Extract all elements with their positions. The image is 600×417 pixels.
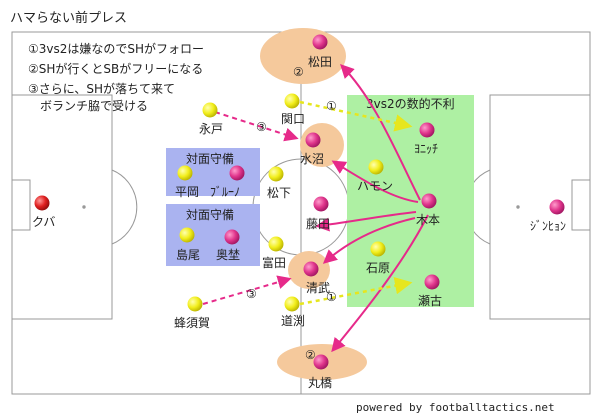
press-arrow-to-kiyotake [322, 217, 416, 264]
player-jinhyeon [549, 199, 565, 215]
player-label-matsushita: 松下 [267, 186, 291, 200]
credit-text: powered by footballtactics.net [356, 401, 555, 414]
player-label-nagato: 永戸 [199, 122, 223, 136]
player-label-matsuda: 松田 [308, 55, 332, 69]
left-penalty-arc [111, 169, 138, 245]
numerical-disadvantage-label: 3vs2の数的不利 [366, 96, 455, 111]
arrows [202, 63, 429, 353]
player-label-jinhyeon: ｼﾞﾝﾋｮﾝ [530, 219, 566, 233]
right-penalty-area [489, 94, 591, 320]
note-2: ②SHが行くとSBがフリーになる [28, 61, 203, 76]
left-goal-area [11, 179, 31, 231]
player-matsushita [268, 166, 284, 182]
player-label-ishihara: 石原 [366, 261, 390, 275]
notes: ①3vs2は嫌なのでSHがフォロー ②SHが行くとSBがフリーになる ③さらに、… [28, 41, 204, 113]
marking-label-top: 対面守備 [186, 151, 234, 166]
player-hamon [368, 159, 384, 175]
player-label-okuzumi: 奥埜 [216, 248, 240, 262]
step-markers: ② ① ③ ③ ① ② [246, 65, 337, 362]
player-hiraoka [177, 165, 193, 181]
note-1: ①3vs2は嫌なのでSHがフォロー [28, 41, 204, 56]
press-arrow-to-mizunuma [331, 160, 419, 203]
diagram-title: ハマらない前プレス [10, 10, 127, 26]
player-fujita [313, 196, 329, 212]
player-tomita [268, 236, 284, 252]
player-bruno [229, 165, 245, 181]
player-label-shimao: 島尾 [176, 247, 200, 262]
press-arrow-to-matsuda [340, 63, 421, 201]
player-label-kiyotake: 清武 [306, 281, 330, 295]
marking-label-bottom: 対面守備 [186, 207, 234, 222]
pink-team: 松田 ﾖﾆｯﾁ 水沼 ﾌﾞﾙｰﾉ 藤田 木本 奥埜 清武 瀬古 丸橋 ｼﾞﾝﾋｮ… [210, 34, 566, 390]
note-4: ボランチ脇で受ける [28, 99, 148, 113]
player-kimoto [421, 193, 437, 209]
marker-3-bottom: ③ [246, 287, 257, 301]
player-mizunuma [305, 132, 321, 148]
player-label-maruhashi: 丸橋 [308, 376, 332, 390]
player-kuba [34, 195, 50, 211]
player-label-segoe: 瀬古 [418, 293, 442, 308]
player-label-fujita: 藤田 [306, 217, 330, 231]
player-okuzumi [224, 229, 240, 245]
dashed-arrow-michibuchi [299, 277, 413, 306]
press-arrow-to-fujita-area [315, 211, 417, 232]
player-yonitchi [419, 122, 435, 138]
player-label-kimoto: 木本 [416, 213, 440, 227]
dashed-arrow-hachisuka [202, 275, 292, 305]
player-maruhashi [313, 354, 329, 370]
marker-2-bottom: ② [305, 348, 316, 362]
player-label-kuba: クバ [32, 215, 55, 229]
marker-2-top: ② [293, 65, 304, 79]
press-arrow-to-maruhashi [331, 214, 429, 353]
player-segoe [424, 274, 440, 290]
player-label-michibuchi: 道渕 [281, 314, 305, 328]
player-label-hachisuka: 蜂須賀 [174, 316, 210, 330]
player-michibuchi [284, 296, 300, 312]
player-sekiguchi [284, 93, 300, 109]
yellow-team: 永戸 関口 平岡 松下 ハモン 島尾 富田 石原 蜂須賀 道渕 [174, 93, 393, 330]
player-shimao [179, 227, 195, 243]
red-keeper: クバ [32, 195, 55, 229]
player-hachisuka [187, 296, 203, 312]
player-label-hamon: ハモン [357, 179, 393, 193]
player-matsuda [312, 34, 328, 50]
player-nagato [202, 102, 218, 118]
player-label-tomita: 富田 [262, 255, 286, 270]
dashed-arrow-sekiguchi [299, 100, 413, 132]
marker-1-top: ① [326, 99, 337, 113]
note-3: ③さらに、SHが落ちて来て [28, 81, 175, 96]
player-label-bruno: ﾌﾞﾙｰﾉ [210, 185, 240, 199]
player-label-yonitchi: ﾖﾆｯﾁ [414, 142, 438, 156]
right-penalty-spot [516, 205, 520, 209]
left-penalty-spot [82, 205, 86, 209]
player-label-sekiguchi: 関口 [281, 112, 305, 126]
marker-1-bottom: ① [326, 290, 337, 304]
marker-3-top: ③ [256, 120, 267, 134]
player-label-hiraoka: 平岡 [175, 185, 199, 199]
player-ishihara [370, 241, 386, 257]
left-penalty-area [11, 94, 113, 320]
right-goal-area [571, 179, 591, 231]
player-kiyotake [303, 261, 319, 277]
player-label-mizunuma: 水沼 [300, 152, 324, 166]
